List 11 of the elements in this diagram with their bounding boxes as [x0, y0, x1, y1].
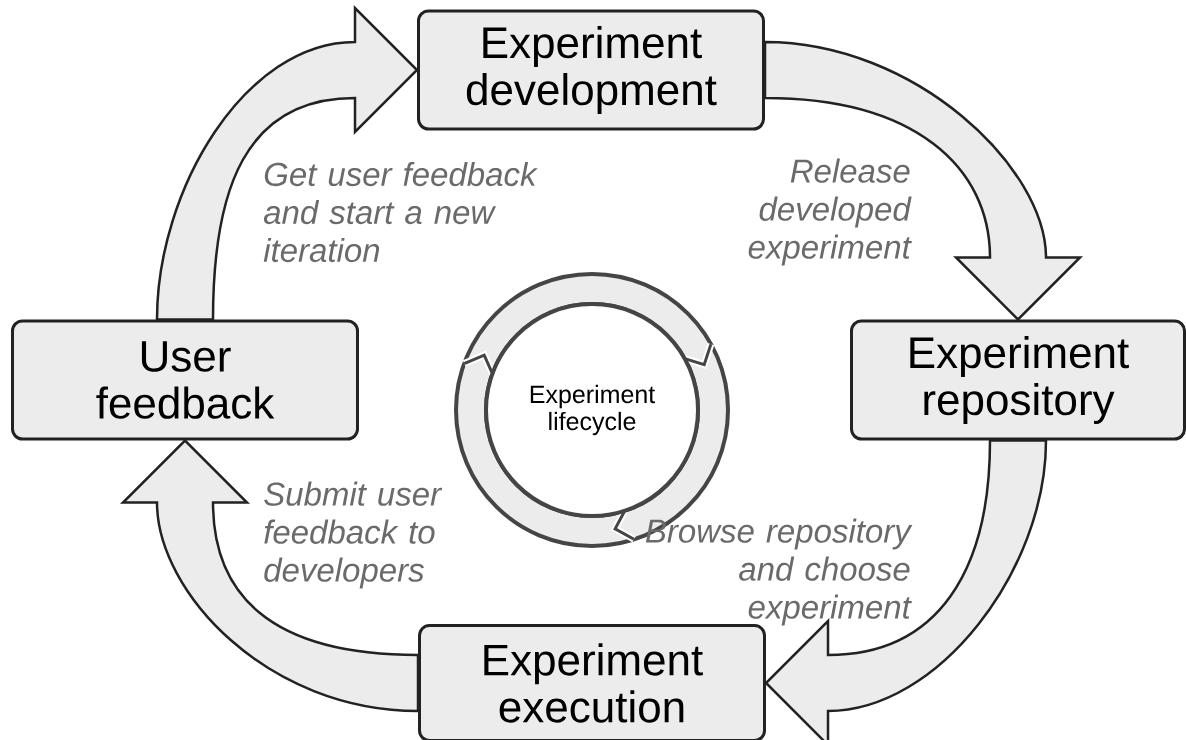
process-box: Experiment repository: [850, 319, 1186, 441]
edge-label: Submit user feedback to developers: [264, 481, 443, 589]
edge-label: Release developed experiment: [748, 158, 912, 266]
block-arrow: [155, 6, 419, 321]
process-box: User feedback: [11, 319, 359, 441]
process-box: Experiment development: [417, 9, 765, 131]
block-arrow: [763, 40, 1082, 321]
block-arrow: [764, 439, 1048, 740]
block-arrow: [121, 439, 420, 713]
edge-label: Get user feedback and start a new iteration: [263, 161, 538, 263]
process-box: Experiment execution: [418, 624, 766, 740]
